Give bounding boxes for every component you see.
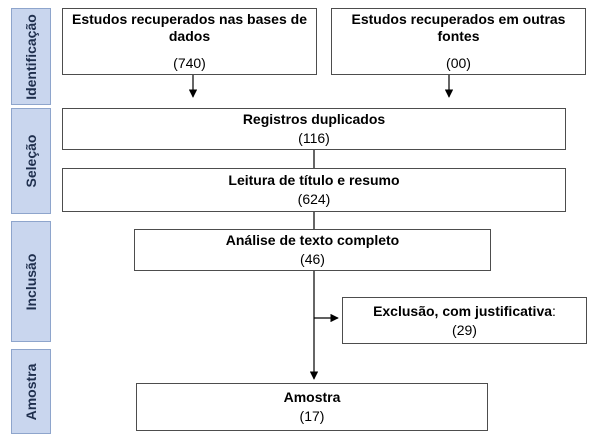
- duplicados-title: Registros duplicados: [242, 111, 386, 127]
- exclusao-title: Exclusão, com justificativa: [373, 302, 553, 319]
- bases-dados-count: (740): [173, 55, 206, 71]
- leitura-count: (624): [297, 191, 331, 207]
- amostra-count: (17): [299, 408, 325, 424]
- box-analise-texto-completo: Análise de texto completo (46): [134, 229, 491, 271]
- leitura-title: Leitura de título e resumo: [228, 172, 400, 188]
- box-leitura-titulo-resumo: Leitura de título e resumo (624): [62, 168, 566, 212]
- exclusao-heading: Exclusão, com justificativa:: [373, 303, 556, 320]
- phase-inclusao: Inclusão: [11, 221, 51, 342]
- amostra-title: Amostra: [283, 389, 341, 405]
- box-outras-fontes: Estudos recuperados em outras fontes (00…: [331, 8, 586, 75]
- box-registros-duplicados: Registros duplicados (116): [62, 108, 566, 150]
- exclusao-count: (29): [452, 321, 477, 338]
- phase-identificacao: Identificação: [11, 8, 51, 105]
- duplicados-count: (116): [298, 130, 330, 146]
- outras-fontes-title: Estudos recuperados em outras fontes: [351, 11, 566, 44]
- box-bases-dados: Estudos recuperados nas bases de dados (…: [62, 8, 317, 75]
- box-exclusao: Exclusão, com justificativa: (29): [342, 297, 587, 344]
- analise-count: (46): [300, 251, 325, 267]
- phase-selecao: Seleção: [11, 108, 51, 214]
- exclusao-colon: :: [552, 302, 556, 319]
- box-amostra: Amostra (17): [136, 383, 488, 431]
- outras-fontes-count: (00): [446, 55, 471, 71]
- bases-dados-title: Estudos recuperados nas bases de dados: [72, 11, 307, 44]
- phase-amostra: Amostra: [11, 349, 51, 434]
- analise-title: Análise de texto completo: [225, 232, 400, 248]
